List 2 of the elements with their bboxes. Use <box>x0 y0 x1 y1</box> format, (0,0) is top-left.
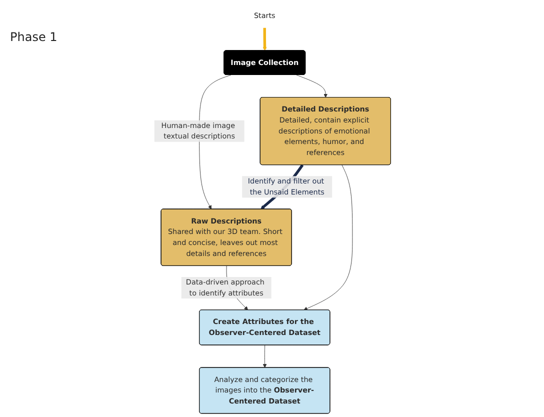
phase-label: Phase 1 <box>10 30 58 44</box>
arrow <box>262 28 266 51</box>
